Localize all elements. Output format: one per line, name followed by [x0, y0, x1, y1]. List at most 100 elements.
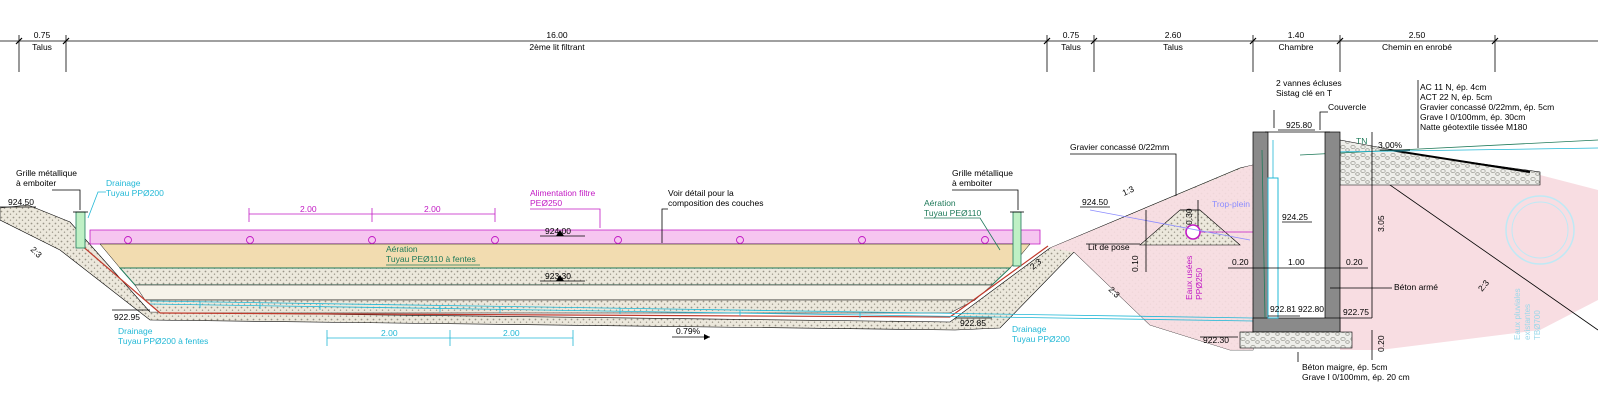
dim-label-talus-right: Talus — [1163, 42, 1183, 52]
dim-020-left: 0.20 — [1232, 257, 1249, 267]
aer-label-right-1: Aération — [924, 198, 956, 208]
elev-chamber-top: 925.80 — [1286, 120, 1312, 130]
elev-bed-mid: 923.30 — [545, 271, 571, 281]
aer-label-right-2: Tuyau PEØ110 — [924, 208, 981, 218]
slope-top-embankment: 1:3 — [1121, 184, 1136, 198]
dim-305: 3.05 — [1376, 215, 1386, 232]
elev-bottom-right: 922.85 — [960, 318, 986, 328]
dim-020-right: 0.20 — [1346, 257, 1363, 267]
drain-bottom-label-2: Tuyau PPØ200 à fentes — [118, 336, 208, 346]
eaux-usees-label-2: PPØ250 — [1194, 268, 1204, 300]
lit-de-pose-label: Lit de pose — [1088, 242, 1130, 252]
drain-leader-left — [87, 191, 106, 219]
alim-label-2: PEØ250 — [530, 198, 562, 208]
chamber-slab — [1252, 317, 1341, 333]
alim-label-1: Alimentation filtre — [530, 188, 595, 198]
vannes-label-2: Sistag clé en T — [1276, 88, 1332, 98]
couvercle-label: Couvercle — [1328, 102, 1367, 112]
left-riser — [0, 189, 106, 249]
road-layer-4: Grave I 0/100mm, ép. 30cm — [1420, 112, 1525, 122]
dim-value-talus-right: 2.60 — [1165, 30, 1182, 40]
voir-label-1: Voir détail pour la — [668, 188, 734, 198]
dim-100: 1.00 — [1288, 257, 1305, 267]
terrain-line-cyan — [1329, 147, 1598, 153]
aer-label-2: Tuyau PEØ110 à fentes — [386, 254, 476, 264]
drain-label-right-2: Tuyau PPØ200 — [1012, 334, 1070, 344]
chamber-foundation — [1239, 331, 1353, 349]
slope-arrowhead — [704, 334, 710, 340]
storm-pipe-inner — [1511, 201, 1569, 259]
dim-label-talus-mid: Talus — [1061, 42, 1081, 52]
road-annotations — [1380, 80, 1575, 265]
storm-label-1: Eaux pluviales — [1513, 288, 1522, 340]
dim-020-bottom: 0.20 — [1376, 335, 1386, 352]
dim-030: 0.30 — [1184, 208, 1194, 225]
elev-marker — [556, 275, 564, 281]
dim-label-talus-left: Talus — [32, 42, 52, 52]
tn-label: TN — [1356, 136, 1367, 146]
drainage-layer — [144, 299, 976, 314]
road-layer-5: Natte géotextile tissée M180 — [1420, 122, 1528, 132]
dim-value-filter-bed: 16.00 — [546, 30, 568, 40]
alim-leader — [530, 208, 601, 228]
dim-value-talus-left: 0.75 — [34, 30, 51, 40]
grille-label-right-1: Grille métallique — [952, 168, 1013, 178]
grille-leader-right — [952, 189, 1019, 210]
road-layer-2: ACT 22 N, ép. 5cm — [1420, 92, 1492, 102]
elev-base: 922.75 — [1343, 307, 1369, 317]
chamber-wall-left — [1252, 131, 1269, 333]
elev-marker — [556, 230, 564, 236]
beton-arme-label: Béton armé — [1394, 282, 1438, 292]
valve-stem — [1267, 177, 1279, 319]
drainage-pipe — [149, 300, 1254, 319]
bed-dimension-bottom — [326, 330, 574, 346]
drain-ticks — [199, 302, 861, 318]
slope-road: 3.00% — [1378, 140, 1403, 150]
elev-bottom-left: 922.95 — [114, 312, 140, 322]
distribution-orifices — [124, 236, 989, 244]
slope-left: 2:3 — [29, 244, 45, 260]
sand-layer — [99, 243, 1031, 269]
top-dimension-line: 0.75 Talus 16.00 2ème lit filtrant 0.75 … — [0, 30, 1598, 72]
elev-embankment: 924.50 — [1082, 197, 1108, 207]
grille-riser-left — [75, 211, 86, 249]
pink-backfill-right — [1340, 150, 1598, 350]
pink-backfill-left — [1050, 165, 1253, 350]
grille-label-right-2: à emboiter — [952, 178, 992, 188]
trop-plein-line — [1089, 209, 1251, 241]
road-layer-3: Gravier concassé 0/22mm, ép. 5cm — [1420, 102, 1554, 112]
dim-value-chamber: 1.40 — [1288, 30, 1305, 40]
liner-left — [79, 243, 161, 314]
elev-embankment-bottom: 922.30 — [1203, 335, 1229, 345]
drain-label-right-1: Drainage — [1012, 324, 1047, 334]
storm-label-2: existantes — [1523, 304, 1532, 340]
dim-value-road: 2.50 — [1409, 30, 1426, 40]
aer-label-1: Aération — [386, 244, 418, 254]
maigre-label-1: Béton maigre, ép. 5cm — [1302, 362, 1388, 372]
tn-line — [1299, 139, 1598, 156]
slope-bottom: 0.79% — [676, 326, 701, 336]
eaux-usees-label-1: Eaux usées — [1184, 256, 1194, 300]
grille-label-left-1: Grille métallique — [16, 168, 77, 178]
couvercle-leader — [1319, 111, 1328, 130]
asphalt-layer — [1389, 149, 1531, 173]
elev-bed-top: 924.00 — [545, 226, 571, 236]
grille-riser-right — [1012, 211, 1022, 267]
elev-inv-2: 922.80 — [1298, 304, 1324, 314]
drainage-pipe-wall — [149, 303, 1254, 322]
distribution-layer — [89, 229, 1041, 245]
transition-layer — [134, 284, 993, 301]
voir-label-2: composition des couches — [668, 198, 763, 208]
dim-label-road: Chemin en enrobé — [1382, 42, 1452, 52]
vannes-label-1: 2 vannes écluses — [1276, 78, 1342, 88]
elev-chamber-pipe: 924.25 — [1282, 212, 1308, 222]
grille-leader-left — [52, 189, 81, 210]
maigre-label-2: Grave I 0/100mm, ép. 20 cm — [1302, 372, 1410, 382]
elev-inv-1: 922.81 — [1270, 304, 1296, 314]
road-layer-1: AC 11 N, ép. 4cm — [1420, 82, 1486, 92]
dim-label-chamber: Chambre — [1279, 42, 1314, 52]
liner-right — [949, 245, 1049, 318]
dim-value-talus-mid: 0.75 — [1063, 30, 1080, 40]
dim-label-filter-bed: 2ème lit filtrant — [529, 42, 585, 52]
